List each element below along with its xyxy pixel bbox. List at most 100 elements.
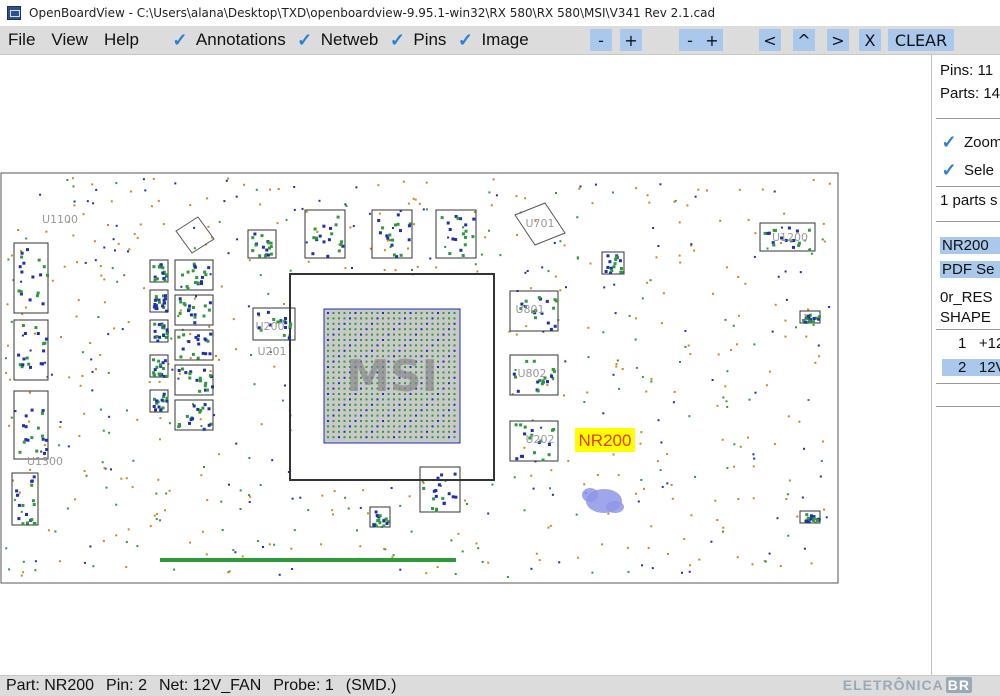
pin xyxy=(316,230,319,233)
pin xyxy=(177,315,180,318)
selected-part-item[interactable]: NR200 xyxy=(940,237,1000,254)
ball xyxy=(404,322,406,325)
pin xyxy=(487,561,490,564)
select-checkbox[interactable]: ✓ Sele xyxy=(940,160,994,180)
zoom-in-button[interactable]: + xyxy=(620,29,642,51)
ball xyxy=(343,403,346,406)
clear-button[interactable]: CLEAR xyxy=(888,29,954,51)
pin-row-2[interactable]: 2 12V xyxy=(942,359,1000,376)
menu-file[interactable]: File xyxy=(8,30,36,49)
pin xyxy=(136,545,139,548)
toggle-annotations[interactable]: ✓ Annotations xyxy=(171,30,285,50)
component xyxy=(759,222,816,252)
ball xyxy=(448,393,450,395)
toggle-pins[interactable]: ✓ Pins xyxy=(388,30,447,50)
pin xyxy=(207,225,210,228)
pad xyxy=(407,238,411,242)
ball xyxy=(420,312,423,314)
pad xyxy=(520,302,524,306)
pin xyxy=(290,547,293,550)
ball xyxy=(442,360,445,363)
zoom-checkbox[interactable]: ✓ Zoom xyxy=(940,132,1000,152)
ball xyxy=(437,349,439,352)
ball xyxy=(349,366,351,368)
pad xyxy=(816,519,819,523)
prev-button[interactable]: < xyxy=(759,29,781,51)
pin-size-increase-button[interactable]: + xyxy=(701,29,723,51)
next-button[interactable]: > xyxy=(827,29,849,51)
pin xyxy=(232,549,235,552)
pin xyxy=(737,276,740,278)
ball xyxy=(338,403,340,406)
ball xyxy=(404,420,406,422)
pin xyxy=(530,567,533,570)
pin xyxy=(732,324,735,327)
pad xyxy=(463,243,467,247)
pad xyxy=(155,365,159,369)
pad xyxy=(191,352,195,356)
pin xyxy=(359,506,362,509)
ball xyxy=(332,376,335,379)
ball xyxy=(354,344,357,347)
pin xyxy=(83,470,86,473)
toggle-netweb[interactable]: ✓ Netweb xyxy=(296,30,378,50)
pin xyxy=(285,218,288,221)
pin-size-decrease-button[interactable]: - xyxy=(679,29,701,51)
pin xyxy=(508,330,511,333)
close-search-button[interactable]: X xyxy=(859,29,881,51)
pdf-search-button[interactable]: PDF Se xyxy=(940,261,1000,278)
pin xyxy=(268,543,271,546)
pin xyxy=(739,445,742,448)
pin xyxy=(199,418,202,421)
pad xyxy=(334,223,338,227)
pin xyxy=(377,184,380,187)
ball xyxy=(442,355,445,358)
ball xyxy=(382,382,384,385)
pin xyxy=(576,257,579,260)
pad xyxy=(606,265,610,269)
pad xyxy=(41,409,45,413)
ball xyxy=(398,360,401,363)
ball xyxy=(398,339,401,341)
ball xyxy=(371,355,373,358)
pad xyxy=(152,305,156,309)
pin xyxy=(550,469,553,472)
pin xyxy=(753,255,756,258)
pad xyxy=(18,450,22,454)
menu-help[interactable]: Help xyxy=(103,30,139,49)
ball xyxy=(420,355,423,358)
ball xyxy=(437,371,439,374)
pin-row-1[interactable]: 1 +12 xyxy=(958,335,1000,352)
pad xyxy=(42,265,46,269)
pin xyxy=(249,495,252,498)
pin xyxy=(454,573,457,575)
pin xyxy=(356,529,358,532)
ball xyxy=(332,387,335,390)
ball xyxy=(398,344,401,347)
pin xyxy=(747,218,750,221)
ball xyxy=(371,436,373,439)
pin xyxy=(247,305,250,308)
ball xyxy=(442,371,445,374)
pin xyxy=(563,394,565,397)
ball xyxy=(338,436,340,439)
ball xyxy=(360,393,362,395)
toggle-image[interactable]: ✓ Image xyxy=(456,30,529,50)
menu-view[interactable]: View xyxy=(51,30,88,49)
pad xyxy=(531,310,535,314)
gpu-chip-label: MSI xyxy=(346,351,438,402)
pin xyxy=(82,213,85,216)
ball xyxy=(343,409,346,412)
pin xyxy=(553,242,556,244)
zoom-out-button[interactable]: - xyxy=(590,29,612,51)
ball xyxy=(376,366,379,368)
ball xyxy=(349,322,351,325)
ball xyxy=(448,344,450,347)
pad xyxy=(394,223,397,227)
pin xyxy=(698,558,701,561)
pad xyxy=(806,516,810,520)
component xyxy=(252,307,296,341)
ball xyxy=(393,328,395,331)
up-button[interactable]: ^ xyxy=(793,29,815,51)
